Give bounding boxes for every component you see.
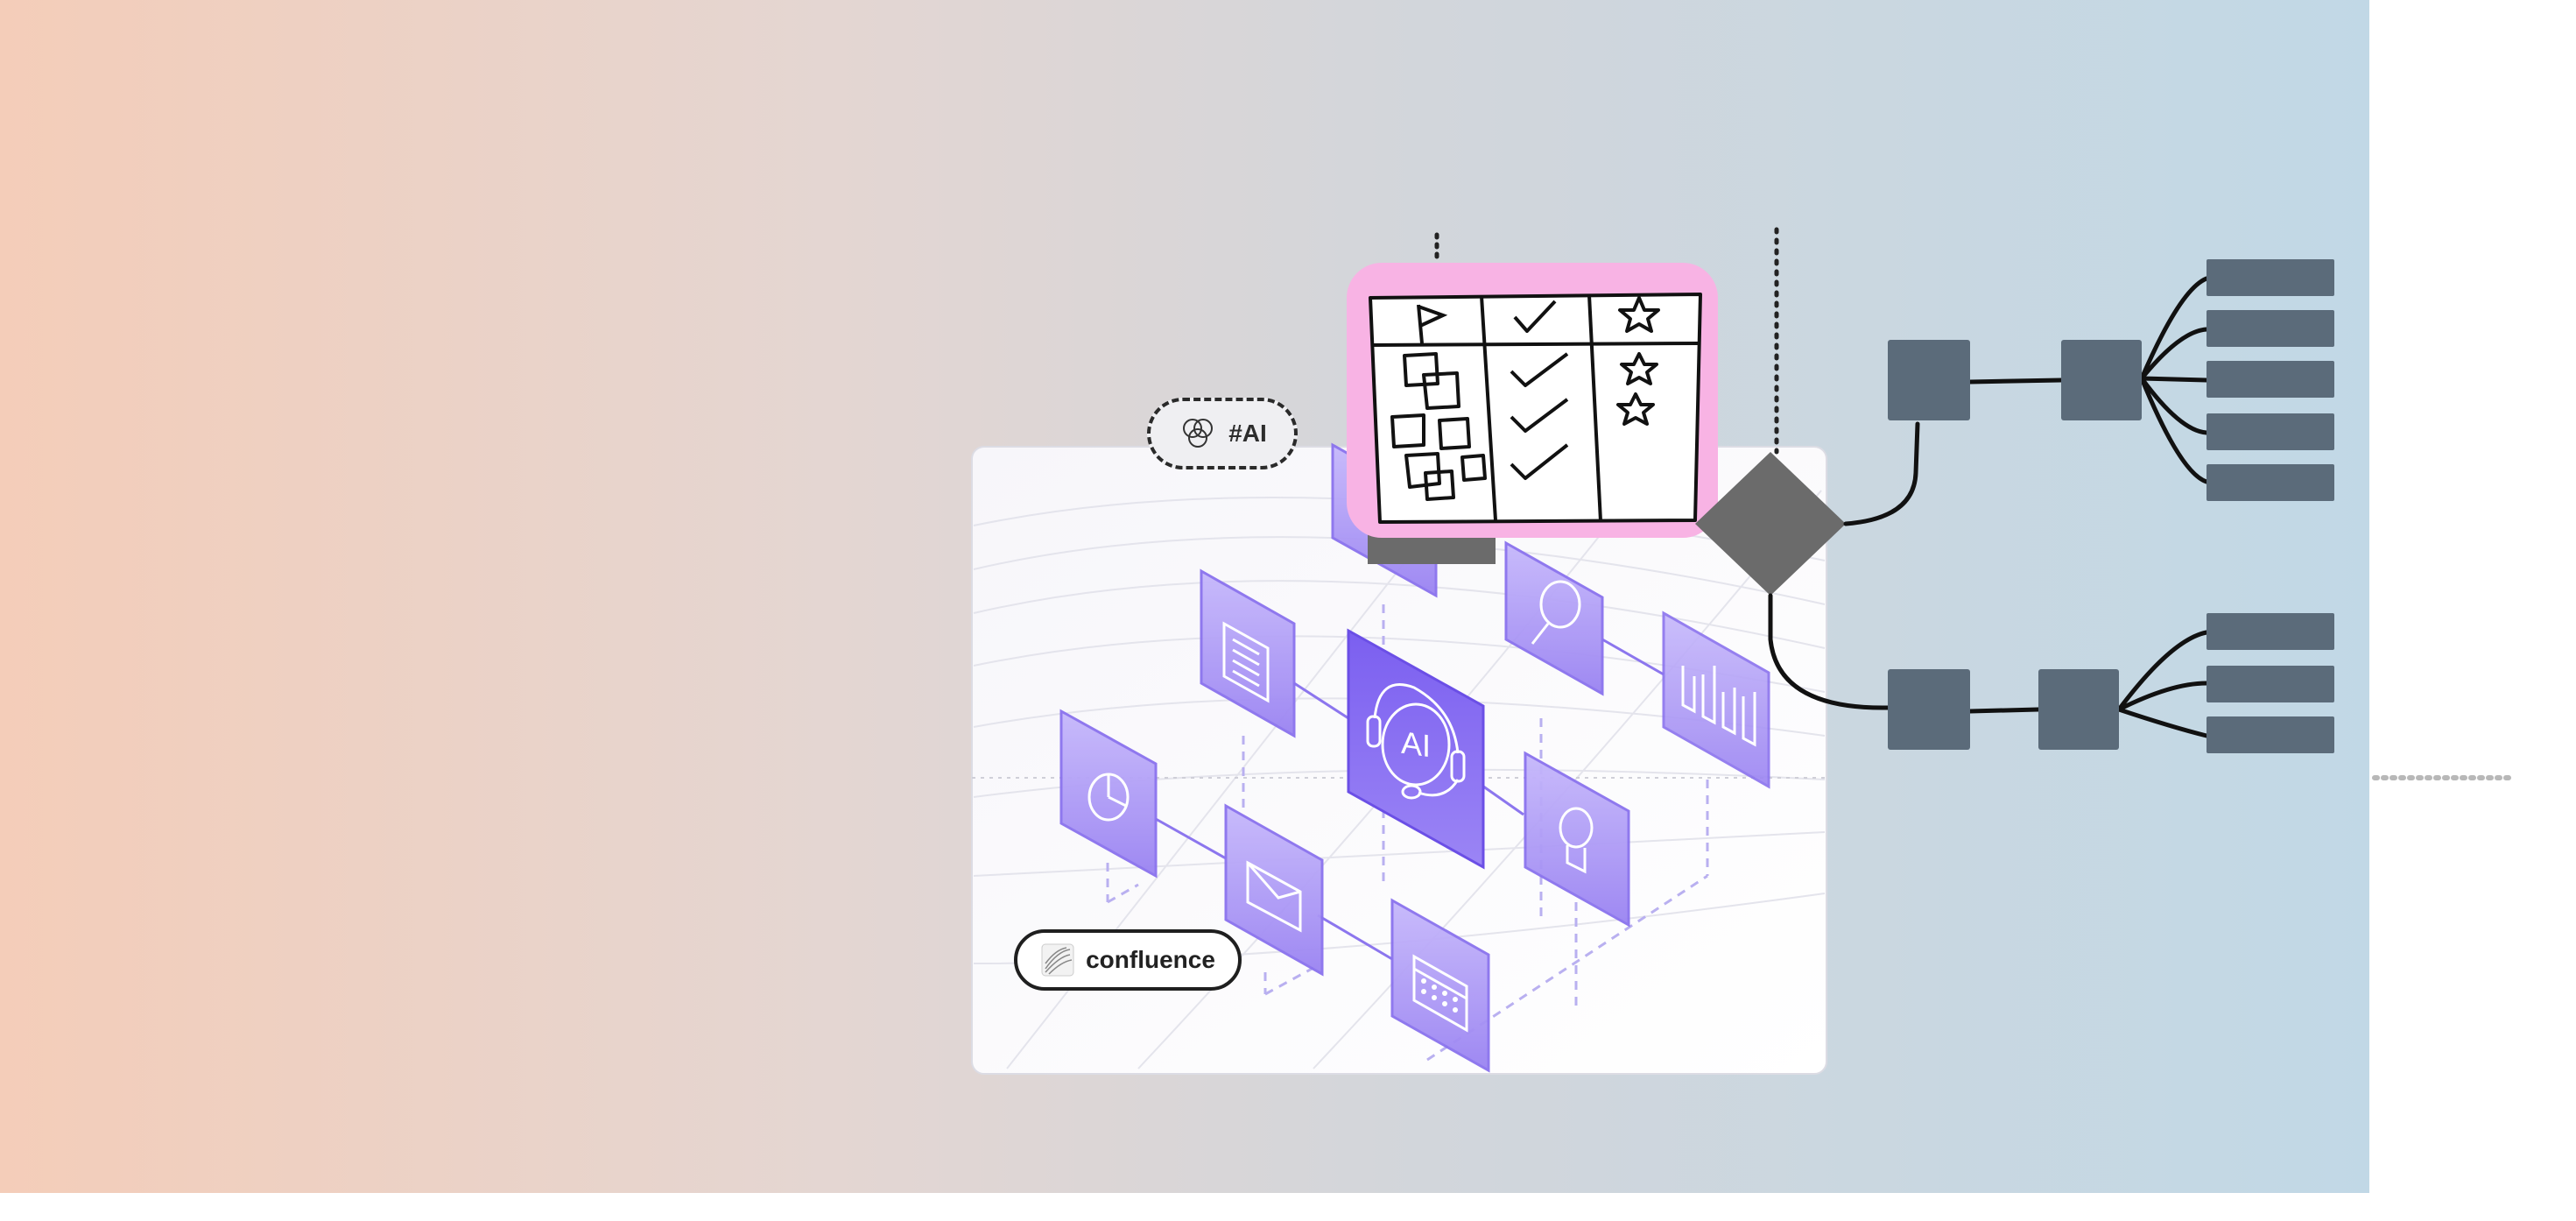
tile-pie-chart bbox=[1059, 709, 1158, 879]
ai-tag: #AI bbox=[1147, 398, 1298, 469]
leaf-bar bbox=[2206, 361, 2334, 398]
magnifier-icon bbox=[1531, 580, 1581, 645]
kanban-board bbox=[1347, 263, 1718, 538]
venn-icon bbox=[1183, 419, 1214, 448]
flag-icon bbox=[1417, 304, 1448, 344]
decision-diamond bbox=[1695, 452, 1846, 596]
tile-bar-chart bbox=[1662, 610, 1770, 789]
star-icon bbox=[1616, 296, 1660, 426]
flow-leaf-bars bbox=[2206, 259, 2334, 753]
ai-center-label: AI bbox=[1401, 724, 1431, 765]
flow-connectors bbox=[1768, 276, 2209, 738]
calendar-icon bbox=[1412, 954, 1468, 1033]
tile-calendar bbox=[1390, 898, 1490, 1073]
leaf-bar bbox=[2206, 613, 2334, 650]
tile-email bbox=[1224, 803, 1324, 977]
leaf-bar bbox=[2206, 666, 2334, 702]
tile-ai-assistant: AI bbox=[1347, 628, 1485, 870]
tile-lightbulb bbox=[1524, 751, 1630, 928]
leaf-bar bbox=[2206, 464, 2334, 501]
confluence-tag: confluence bbox=[1014, 929, 1242, 991]
envelope-icon bbox=[1246, 860, 1302, 933]
checkmark-icon bbox=[1510, 300, 1569, 480]
leaf-bar bbox=[2206, 716, 2334, 753]
lightbulb-icon bbox=[1559, 807, 1594, 874]
leaf-bar bbox=[2206, 259, 2334, 296]
bar-chart-icon bbox=[1681, 666, 1756, 747]
leaf-bar bbox=[2206, 413, 2334, 450]
flow-nodes bbox=[1888, 340, 2142, 750]
flow-node-d bbox=[2038, 669, 2119, 750]
confluence-logo-icon bbox=[1041, 943, 1074, 977]
tile-search bbox=[1504, 540, 1604, 696]
ai-tag-label: #AI bbox=[1228, 420, 1267, 447]
tile-document bbox=[1200, 568, 1296, 738]
document-icon bbox=[1222, 621, 1270, 703]
confluence-tag-label: confluence bbox=[1086, 946, 1215, 973]
headset-icon bbox=[1366, 683, 1466, 800]
flow-node-b bbox=[2061, 340, 2142, 420]
flow-node-a bbox=[1888, 340, 1970, 420]
leaf-bar bbox=[2206, 310, 2334, 347]
flow-node-c bbox=[1888, 669, 1970, 750]
pie-chart-icon bbox=[1087, 773, 1130, 822]
sticky-notes bbox=[1390, 352, 1487, 501]
